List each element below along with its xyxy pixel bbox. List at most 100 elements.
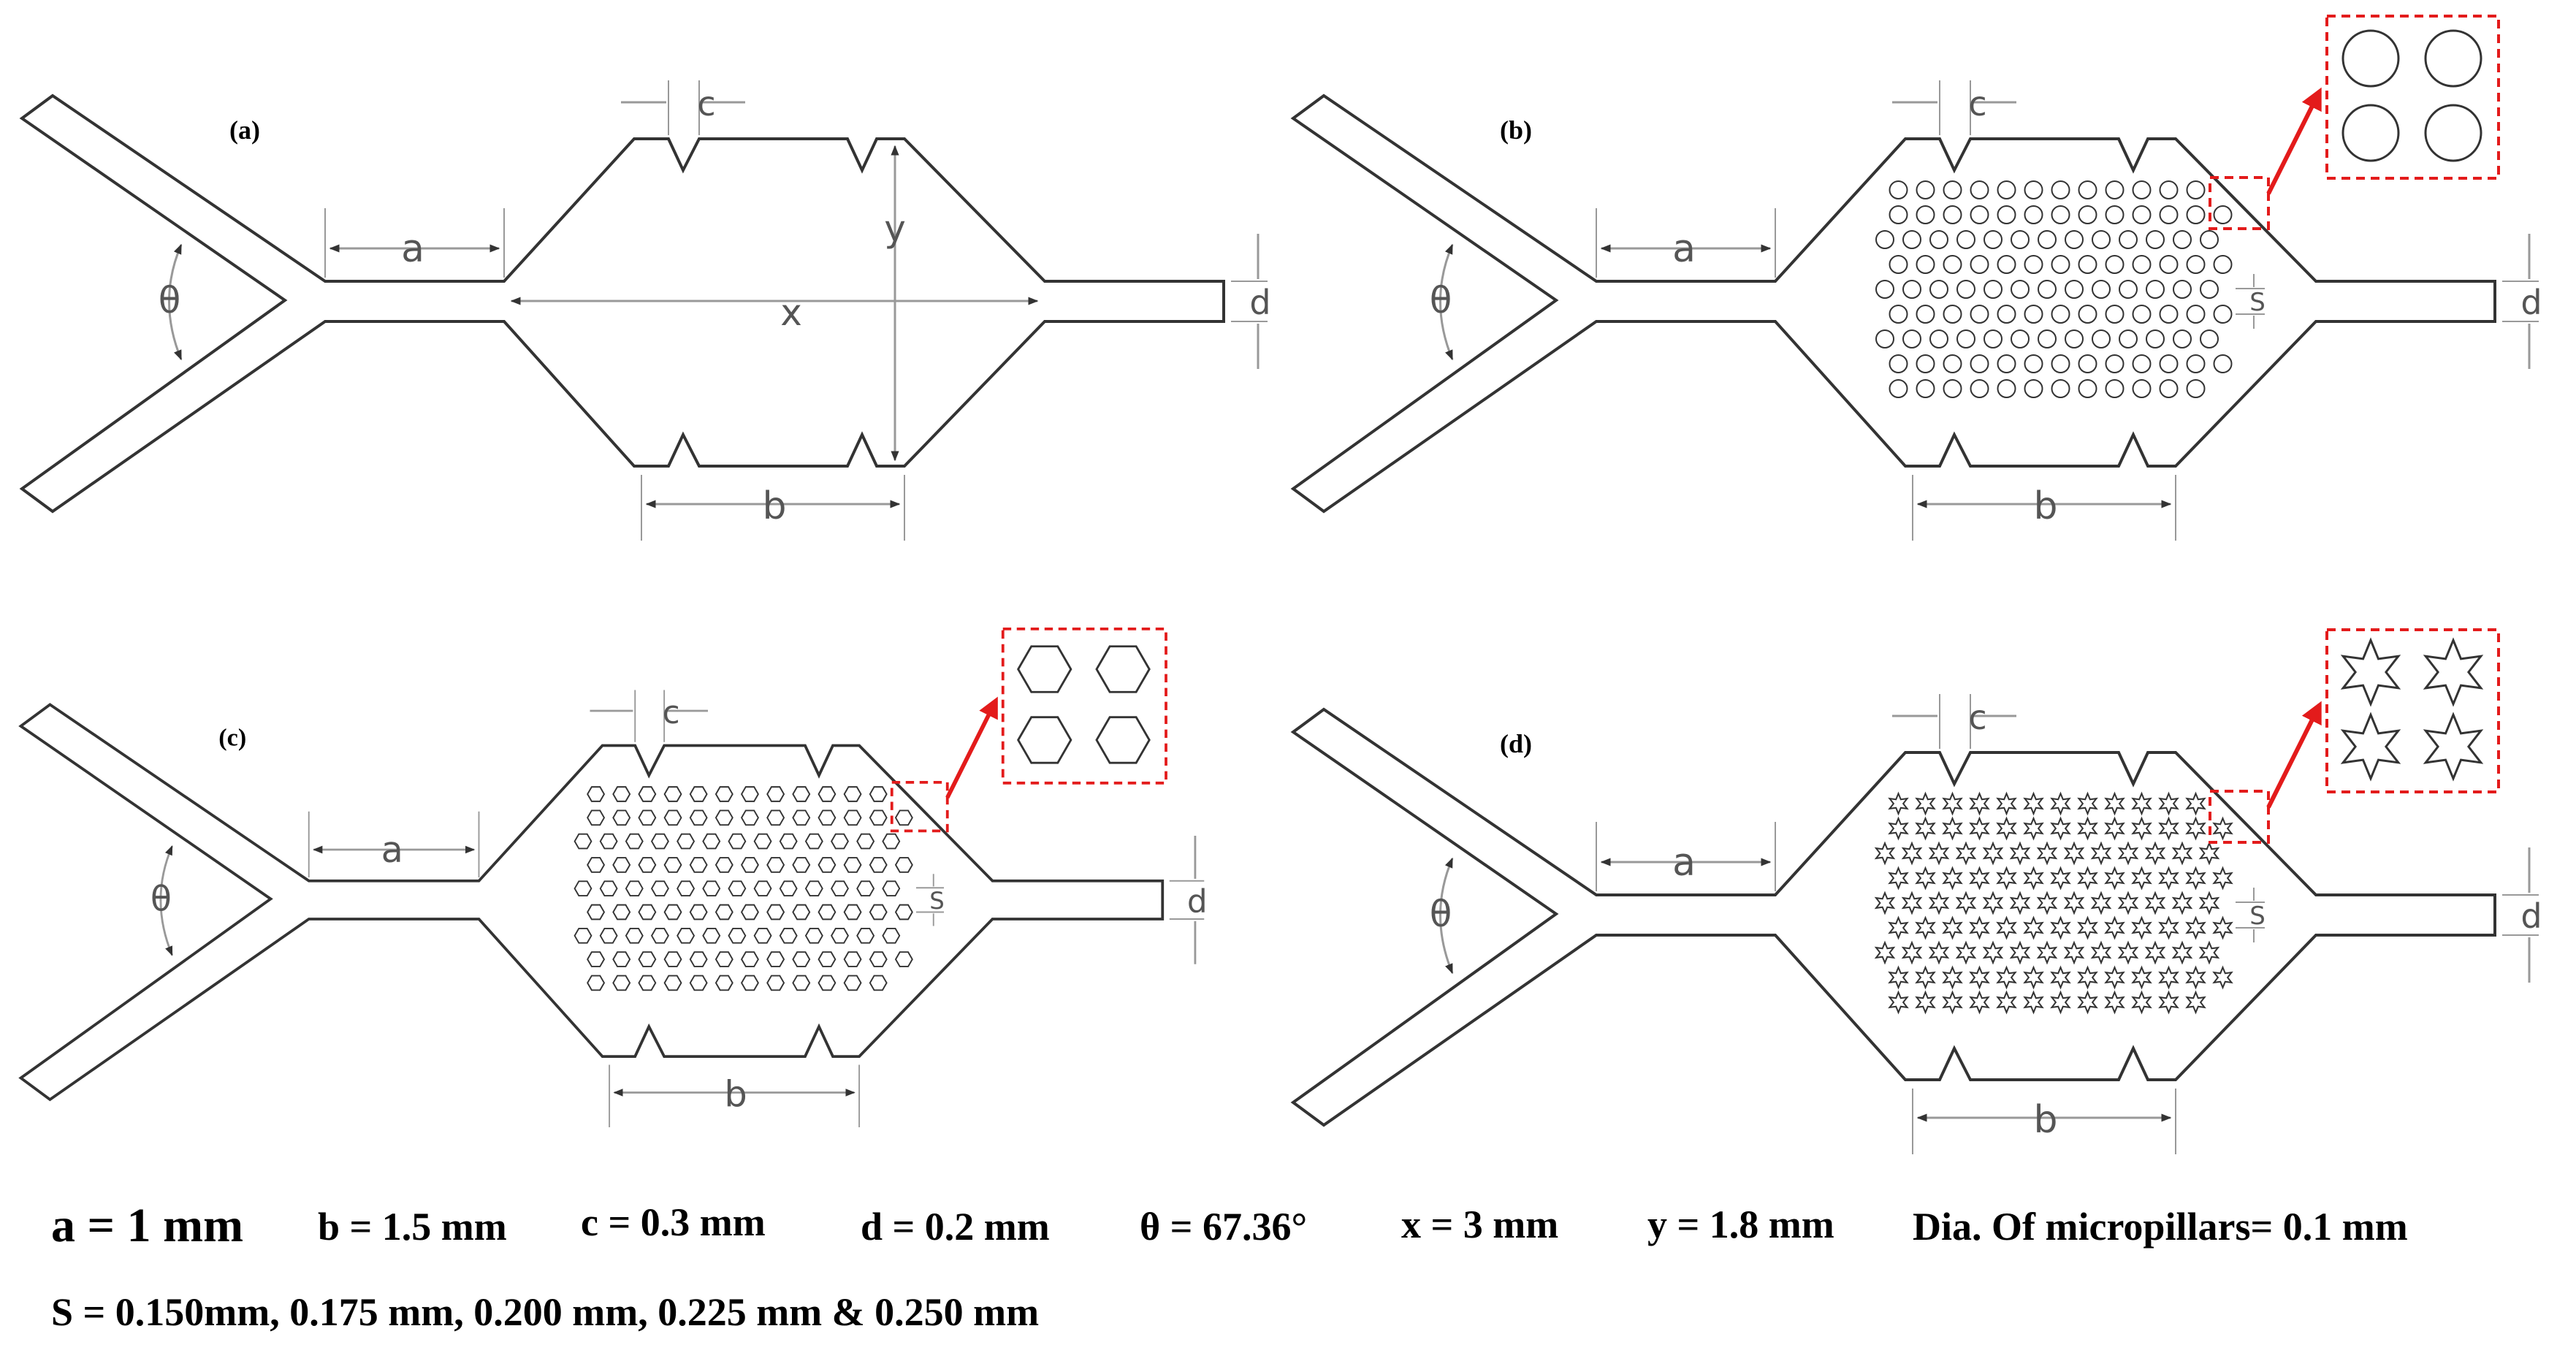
micropillar (2038, 329, 2057, 348)
micropillar (2078, 379, 2097, 398)
micropillar (1942, 816, 1963, 841)
micropillar (677, 880, 696, 897)
micropillar (689, 951, 708, 967)
micropillar (1955, 891, 1977, 915)
micropillar (663, 975, 682, 991)
micropillar (638, 904, 657, 921)
micropillar (804, 833, 823, 850)
micropillar (2213, 205, 2233, 224)
micropillar (1928, 891, 1950, 915)
micropillar (1942, 791, 1963, 816)
micropillar (2104, 915, 2125, 940)
micropillar (1942, 990, 1963, 1015)
micropillar (894, 809, 913, 826)
micropillar (804, 880, 823, 897)
micropillar (2171, 841, 2193, 866)
micropillar (638, 857, 657, 873)
dim-b-label: b (724, 1073, 747, 1116)
micropillar (1996, 791, 2017, 816)
micropillar (869, 975, 888, 991)
micropillar (2132, 205, 2152, 224)
micropillar (2200, 280, 2219, 299)
micropillar (2212, 866, 2233, 891)
micropillar (2185, 915, 2206, 940)
micropillar (2144, 891, 2166, 915)
micropillar (1889, 305, 1908, 324)
micropillar (2023, 866, 2044, 891)
micropillar (2131, 791, 2152, 816)
micropillar (2024, 305, 2043, 324)
micropillar (2132, 255, 2152, 274)
micropillar (2186, 354, 2206, 373)
micropillar (1874, 940, 1896, 965)
dim-a-label: a (1672, 227, 1696, 271)
inset-pillar (1095, 645, 1151, 693)
micropillar (2051, 354, 2070, 373)
micropillar (1916, 180, 1935, 199)
micropillar (2065, 230, 2084, 249)
micropillar (1889, 180, 1908, 199)
micropillar (2092, 280, 2111, 299)
micropillar (625, 880, 644, 897)
inset-pillar (2423, 712, 2484, 782)
channel-outline (1292, 708, 2496, 1127)
micropillar (882, 880, 901, 897)
panel-label: (a) (229, 115, 260, 145)
micropillar (1916, 379, 1935, 398)
micropillar (1915, 791, 1936, 816)
micropillar (650, 927, 669, 944)
micropillar (1956, 329, 1975, 348)
micropillar (587, 809, 606, 826)
micropillar (2213, 354, 2233, 373)
theta-arc (159, 845, 173, 956)
zoom-inset (1001, 628, 1167, 785)
micropillar (2038, 280, 2057, 299)
micropillar (587, 857, 606, 873)
dim-d-label: d (2520, 283, 2542, 322)
micropillar (1955, 940, 1977, 965)
micropillar (728, 833, 747, 850)
micropillar (818, 809, 837, 826)
micropillar (2117, 841, 2139, 866)
micropillar (792, 951, 811, 967)
micropillar (2024, 354, 2043, 373)
micropillar (2173, 230, 2192, 249)
micropillar (573, 833, 592, 850)
micropillar (792, 904, 811, 921)
micropillar (663, 786, 682, 802)
micropillar (2105, 354, 2125, 373)
micropillar (2213, 255, 2233, 274)
micropillar (740, 904, 759, 921)
micropillar (702, 927, 721, 944)
micropillar (882, 833, 901, 850)
micropillar-array (573, 786, 913, 991)
micropillar (2051, 180, 2070, 199)
inset-pillar (2340, 712, 2401, 782)
micropillar (1889, 354, 1908, 373)
micropillar (740, 857, 759, 873)
micropillar (2024, 205, 2043, 224)
micropillar (1915, 866, 1936, 891)
inset-pillar (1095, 716, 1151, 764)
highlight-box (2209, 176, 2270, 230)
zoom-arrow (945, 696, 998, 799)
micropillar (715, 975, 733, 991)
micropillar (2011, 329, 2030, 348)
micropillar (612, 786, 631, 802)
dim-a-label: a (381, 828, 403, 871)
micropillar (1916, 305, 1935, 324)
micropillar (2090, 940, 2112, 965)
micropillar (779, 833, 798, 850)
micropillar (1955, 841, 1977, 866)
micropillar (1942, 915, 1963, 940)
micropillar (818, 786, 837, 802)
micropillar (818, 975, 837, 991)
micropillar (2092, 329, 2111, 348)
micropillar (2065, 280, 2084, 299)
micropillar (779, 927, 798, 944)
micropillar (2078, 354, 2097, 373)
micropillar (1942, 965, 1963, 990)
micropillar (1889, 205, 1908, 224)
micropillar (2186, 180, 2206, 199)
